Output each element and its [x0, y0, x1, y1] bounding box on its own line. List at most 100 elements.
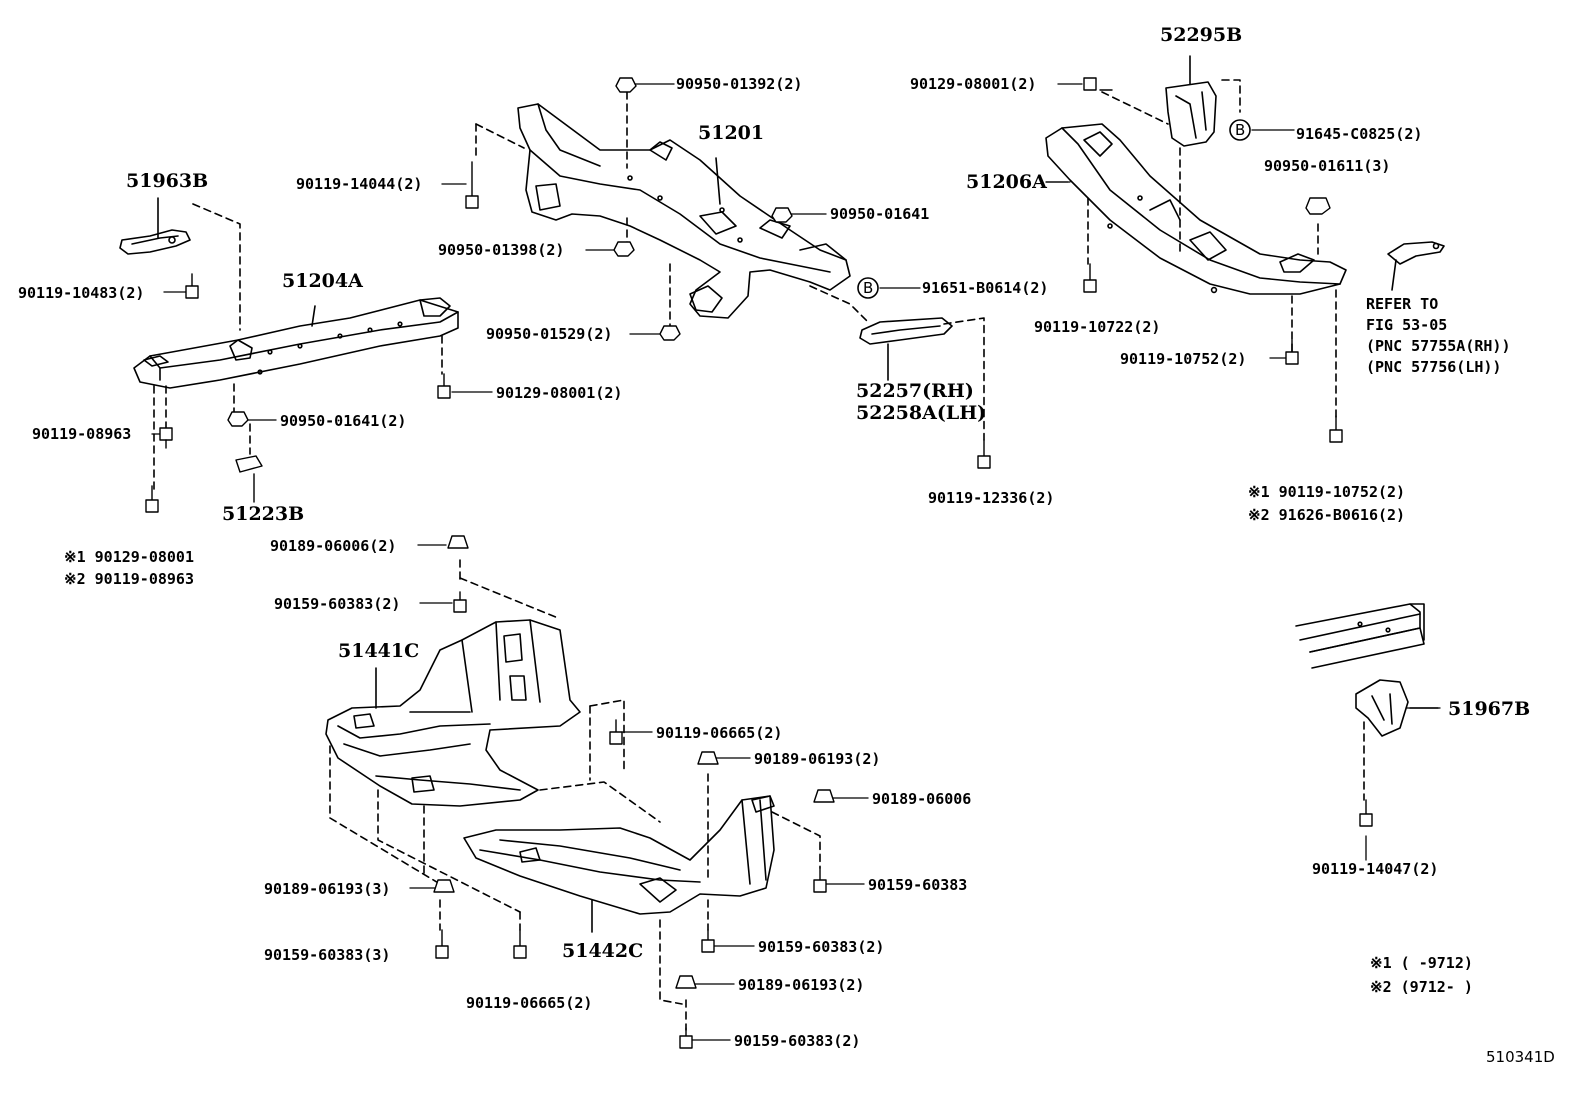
crossmember-51206a-drawing	[1045, 123, 1347, 295]
part-label-51206a: 51206A	[966, 171, 1047, 193]
part-label-51967b: 51967B	[1448, 698, 1531, 720]
nut-icon	[615, 77, 637, 93]
guide-51201-a	[475, 123, 525, 149]
guide-51963b	[192, 203, 241, 331]
fastener-icons	[145, 77, 1373, 1049]
bolt-icon	[977, 439, 991, 469]
part-label-52257: 52257(RH)	[856, 380, 974, 402]
legend-note-1: ※1 ( -9712)	[1370, 954, 1473, 972]
fastener-label-04: 90950-01398(2)	[438, 241, 565, 259]
mount-bracket-refer-drawing	[1387, 241, 1445, 291]
fastener-label-17: 90189-06006(2)	[270, 537, 397, 555]
refer-note-1: REFER TO	[1366, 295, 1439, 313]
clip-icon	[447, 535, 469, 549]
bolt-icon	[435, 929, 449, 959]
part-label-51441c: 51441C	[338, 640, 420, 662]
bolt-icon	[185, 273, 199, 299]
guide-52257	[943, 317, 985, 441]
bolt-icon	[1285, 339, 1299, 365]
nut-icon	[1305, 197, 1331, 215]
fastener-label-09: 90950-01641(2)	[280, 412, 407, 430]
bolt-icon	[159, 427, 173, 449]
bracket-52257-drawing	[859, 317, 953, 381]
bolt-icon	[813, 867, 827, 893]
fastener-label-12: 90129-08001(2)	[910, 75, 1037, 93]
pad-icon	[235, 455, 263, 473]
bracket-52295b-drawing	[1165, 55, 1217, 147]
guide-52295b-a	[1101, 91, 1169, 125]
crossmember-51204a-drawing	[133, 297, 459, 389]
guide-51441c-c	[589, 699, 625, 771]
bolt-icon	[609, 719, 623, 745]
fastener-label-03: 90950-01641	[830, 205, 930, 223]
subframe-51201-drawing	[517, 103, 851, 319]
part-label-51223b: 51223B	[222, 503, 305, 525]
under-cover-51441c-drawing	[325, 619, 581, 807]
fastener-label-05: 91651-B0614(2)	[922, 279, 1049, 297]
alt-note-right-1: ※1 90119-10752(2)	[1248, 483, 1406, 501]
fastener-label-28: 90159-60383(2)	[734, 1032, 861, 1050]
fastener-label-29: 90119-14047(2)	[1312, 860, 1439, 878]
fastener-label-16: 90119-10752(2)	[1120, 350, 1247, 368]
fastener-label-07: 90119-10483(2)	[18, 284, 145, 302]
guide-51441c-e	[329, 745, 441, 885]
guide-51442c-c	[659, 919, 683, 1005]
fastener-label-13: 91645-C0825(2)	[1296, 125, 1423, 143]
fastener-label-15: 90119-10722(2)	[1034, 318, 1161, 336]
bolt-icon	[465, 161, 479, 209]
bolt-icon	[453, 591, 467, 613]
part-label-51442c: 51442C	[562, 940, 644, 962]
fastener-label-19: 90119-06665(2)	[656, 724, 783, 742]
leader-lines	[151, 83, 1441, 1041]
clip-icon	[697, 751, 719, 765]
refer-note-3: (PNC 57755A(RH))	[1366, 337, 1511, 355]
fastener-label-08: 90129-08001(2)	[496, 384, 623, 402]
bolt-icon	[437, 373, 451, 399]
fastener-label-21: 90189-06006	[872, 790, 972, 808]
part-label-52258a: 52258A(LH)	[856, 402, 987, 424]
bolt-icon	[1083, 77, 1113, 91]
alt-note-left-1: ※1 90129-08001	[64, 548, 194, 566]
bolt-icon	[1359, 799, 1373, 827]
nut-icon	[659, 325, 681, 341]
under-cover-51442c-drawing	[463, 795, 775, 933]
fastener-label-26: 90159-60383(2)	[758, 938, 885, 956]
fastener-label-24: 90159-60383(3)	[264, 946, 391, 964]
bolt-icon	[701, 929, 715, 953]
fastener-label-06: 90950-01529(2)	[486, 325, 613, 343]
fastener-label-01: 90950-01392(2)	[676, 75, 803, 93]
refer-note-4: (PNC 57756(LH))	[1366, 358, 1502, 376]
clip-icon	[675, 975, 697, 989]
guide-52295b-b	[1221, 79, 1241, 113]
nut-icon	[227, 411, 249, 427]
alt-note-left-2: ※2 90119-08963	[64, 570, 194, 588]
nut-icon	[613, 241, 635, 257]
part-label-52295b: 52295B	[1160, 24, 1243, 46]
guide-51441c-j	[539, 781, 661, 823]
nut-icon	[771, 207, 793, 223]
clip-icon	[433, 879, 455, 893]
fastener-label-02: 90119-14044(2)	[296, 175, 423, 193]
bolt-icon	[145, 485, 159, 513]
refer-note-2: FIG 53-05	[1366, 316, 1448, 334]
diagram-code: 510341D	[1486, 1048, 1555, 1066]
callout-b-left: B	[863, 279, 874, 297]
fastener-label-14: 90950-01611(3)	[1264, 157, 1391, 175]
bolt-icon	[1329, 415, 1343, 443]
bolt-icon	[1083, 263, 1097, 293]
guide-51441c-a	[459, 577, 559, 619]
fastener-label-11: 90119-12336(2)	[928, 489, 1055, 507]
callout-b-icon	[1229, 119, 1251, 141]
callout-b-icon	[857, 277, 879, 299]
legend-note-2: ※2 (9712- )	[1370, 978, 1473, 996]
alt-note-right-2: ※2 91626-B0616(2)	[1248, 506, 1406, 524]
guide-51442c-e	[771, 811, 821, 869]
rail-51967b-drawing	[1295, 603, 1439, 737]
guide-51201-f	[809, 285, 869, 323]
fastener-label-10: 90119-08963	[32, 425, 132, 443]
bolt-icon	[513, 929, 527, 959]
part-label-51204a: 51204A	[282, 270, 363, 292]
fastener-label-25: 90119-06665(2)	[466, 994, 593, 1012]
